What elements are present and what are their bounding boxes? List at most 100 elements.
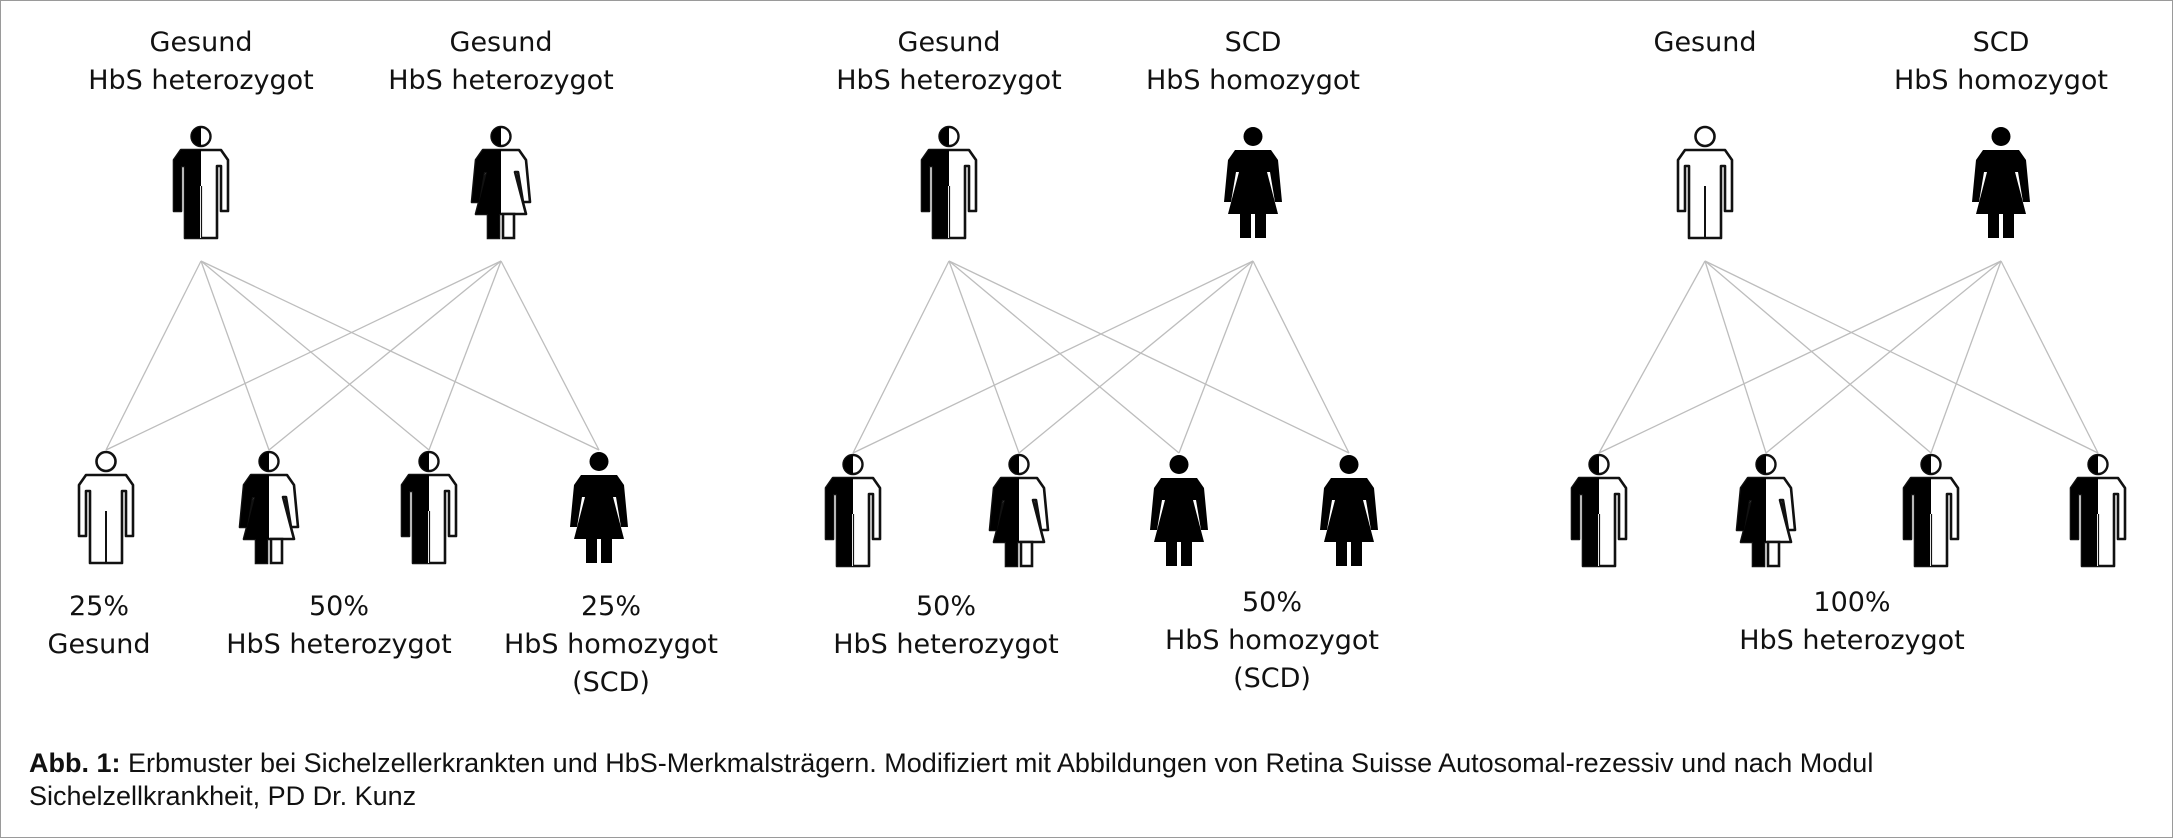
cross-lines-3 — [1598, 260, 2099, 454]
cross-line — [200, 260, 430, 451]
cross-lines-1 — [105, 260, 600, 451]
leg-right — [1255, 214, 1266, 238]
head-half-fill — [191, 127, 201, 146]
leg-right — [501, 212, 516, 240]
cross-line — [1252, 260, 1350, 454]
body-half-fill — [1572, 478, 1599, 566]
cross-line — [200, 260, 270, 451]
result-label-1-1-line: Gesund — [48, 629, 151, 660]
body-half-fill — [240, 475, 269, 563]
leg-right — [1019, 540, 1034, 568]
body-half-fill — [922, 150, 949, 238]
leg-left — [1988, 214, 1999, 238]
child-2-3-figure — [1150, 455, 1208, 566]
head-half-fill — [1921, 455, 1931, 474]
leg-right — [601, 539, 612, 563]
leg-right — [1181, 542, 1192, 566]
leg-left — [586, 539, 597, 563]
leg-left — [1166, 542, 1177, 566]
body-half-fill — [826, 478, 853, 566]
result-label-1-1: 25% Gesund — [48, 591, 151, 660]
parent-label-3-1-line: Gesund — [1654, 27, 1757, 58]
head-filled — [1339, 455, 1359, 474]
result-label-2-1-line: 50% — [916, 591, 976, 622]
parent-label-2-2-line: HbS homozygot — [1146, 65, 1360, 96]
head-half-fill — [419, 452, 429, 471]
cross-line — [948, 260, 1180, 454]
child-1-1-figure — [77, 450, 135, 565]
parent-label-1-1-line: Gesund — [150, 27, 253, 58]
cross-line — [428, 260, 502, 451]
head-half-fill — [939, 127, 949, 146]
head-half-fill — [491, 127, 501, 146]
cross-line — [200, 260, 600, 451]
head-half-fill — [1756, 455, 1766, 474]
leg-right — [1766, 540, 1781, 568]
head-filled — [1991, 127, 2011, 146]
body-half-fill — [1904, 478, 1931, 566]
head-filled — [589, 452, 609, 471]
cross-line — [105, 260, 502, 451]
child-2-1-figure — [824, 453, 882, 568]
parent-label-3-2-line: SCD — [1973, 27, 2030, 58]
result-label-1-3: 25%HbS homozygot(SCD) — [504, 591, 718, 698]
body-half-fill — [174, 150, 201, 238]
head-half-fill — [259, 452, 269, 471]
body-half-fill — [1737, 478, 1766, 566]
parent-3-1-figure — [1676, 125, 1734, 240]
leg-left — [1336, 542, 1347, 566]
result-label-3-1: 100% HbS heterozygot — [1739, 587, 1965, 656]
child-2-4-figure — [1320, 455, 1378, 566]
leg-left — [1240, 214, 1251, 238]
leg-right — [2003, 214, 2014, 238]
result-label-2-2-line: 50% — [1242, 587, 1302, 618]
result-label-1-2-line: HbS heterozygot — [226, 629, 452, 660]
parent-1-1-figure — [172, 125, 230, 240]
body-half-fill — [472, 150, 501, 238]
cross-line — [948, 260, 1020, 454]
child-3-4-figure — [2069, 453, 2127, 568]
head-half-fill — [1589, 455, 1599, 474]
result-label-2-2-line: (SCD) — [1233, 663, 1311, 694]
child-1-2-figure — [238, 450, 300, 565]
result-label-2-2-line: HbS homozygot — [1165, 625, 1379, 656]
parent-label-1-2-line: HbS heterozygot — [388, 65, 614, 96]
parent-label-1-1-line: HbS heterozygot — [88, 65, 314, 96]
head-filled — [1243, 127, 1263, 146]
cross-lines-2 — [852, 260, 1350, 454]
child-1-3-figure — [400, 450, 458, 565]
result-label-1-2: 50%HbS heterozygot — [226, 591, 452, 660]
leg-right — [269, 537, 284, 565]
cross-line — [1018, 260, 1254, 454]
result-label-1-1-line: 25% — [69, 591, 129, 622]
child-1-4-figure — [570, 452, 628, 563]
result-label-3-1-line: 100% — [1813, 587, 1890, 618]
head-half-fill — [843, 455, 853, 474]
cross-line — [1178, 260, 1254, 454]
head-half-fill — [1009, 455, 1019, 474]
cross-line — [500, 260, 600, 451]
cross-line — [1598, 260, 1706, 454]
body-female — [1150, 478, 1208, 542]
parent-3-2-figure — [1972, 127, 2030, 238]
head-filled — [1169, 455, 1189, 474]
caption-text: Erbmuster bei Sichelzellerkrankten und H… — [29, 748, 1874, 811]
parent-label-2-1-line: HbS heterozygot — [836, 65, 1062, 96]
result-label-1-3-line: 25% — [581, 591, 641, 622]
parent-label-3-1: Gesund — [1654, 27, 1757, 58]
parent-label-2-1-line: Gesund — [898, 27, 1001, 58]
cross-line — [2000, 260, 2099, 454]
parent-2-2-figure — [1224, 127, 1282, 238]
figure-caption: Abb. 1: Erbmuster bei Sichelzellerkrankt… — [29, 747, 2019, 813]
body-half-fill — [2071, 478, 2098, 566]
result-label-3-1-line: HbS heterozygot — [1739, 625, 1965, 656]
parent-2-1-figure — [920, 125, 978, 240]
cross-line — [1704, 260, 1767, 454]
result-label-2-2: 50% HbS homozygot (SCD) — [1165, 587, 1379, 694]
